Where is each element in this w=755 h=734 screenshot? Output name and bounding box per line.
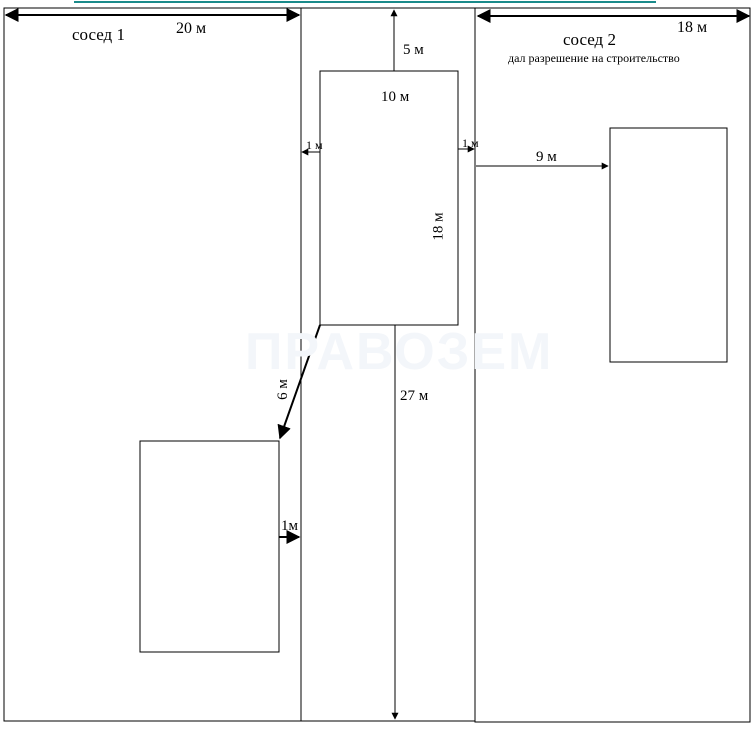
neighbor1-width-label: 20 м <box>176 20 207 37</box>
left-gap-label: 1 м <box>306 138 323 152</box>
neighbor2-distance-label: 9 м <box>536 149 557 165</box>
bottom-length-label: 27 м <box>400 388 429 404</box>
neighbor2-note: дал разрешение на строительство <box>508 51 680 65</box>
neighbor1-building <box>139 440 280 653</box>
diagonal-arrow <box>277 324 321 440</box>
neighbor2-title: сосед 2 <box>563 30 616 49</box>
neighbor2-building <box>609 127 728 363</box>
center-house <box>319 70 459 326</box>
neighbor2-plot <box>474 7 751 723</box>
neighbor2-width-label: 18 м <box>677 19 708 36</box>
right-gap-label: 1 м <box>462 136 479 150</box>
watermark: ПРАВОЗЕМ <box>245 323 554 381</box>
neighbor1-gap-label: 1м <box>281 518 298 534</box>
neighbor1-title: сосед 1 <box>72 25 125 44</box>
top-offset-label: 5 м <box>403 42 424 58</box>
diagonal-label: 6 м <box>274 379 291 400</box>
house-length-label: 18 м <box>430 212 447 241</box>
house-width-label: 10 м <box>381 89 410 105</box>
